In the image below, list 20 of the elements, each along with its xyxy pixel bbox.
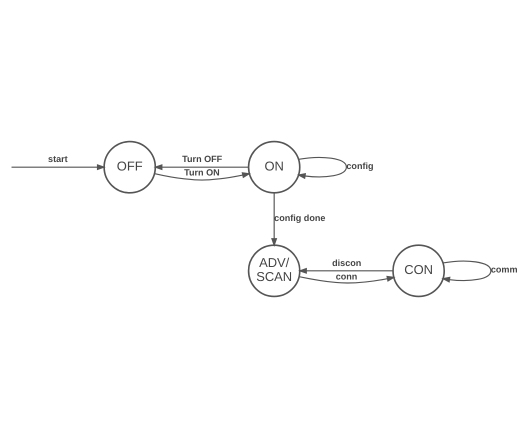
- arrow: [296, 156, 347, 179]
- arrow: [299, 275, 396, 284]
- arrow: [154, 172, 251, 180]
- edge-label: comm: [490, 264, 518, 274]
- node-circle: CON: [392, 244, 446, 297]
- node-circle: ON: [248, 140, 301, 194]
- edge-label: start: [48, 154, 68, 164]
- edge-label: Turn ON: [184, 167, 220, 178]
- edge-label: config done: [274, 212, 326, 222]
- arrow: [441, 260, 492, 282]
- edge-label: conn: [336, 270, 358, 281]
- edge-label: discon: [332, 257, 362, 268]
- node-circle: ADV/ SCAN: [248, 244, 301, 297]
- edge-label: Turn OFF: [182, 154, 222, 164]
- arrow: [12, 164, 106, 170]
- arrow: [298, 267, 393, 274]
- arrow: [154, 164, 248, 170]
- node-circle: OFF: [103, 140, 156, 194]
- edge-label: config: [346, 160, 374, 170]
- arrow: [271, 192, 278, 246]
